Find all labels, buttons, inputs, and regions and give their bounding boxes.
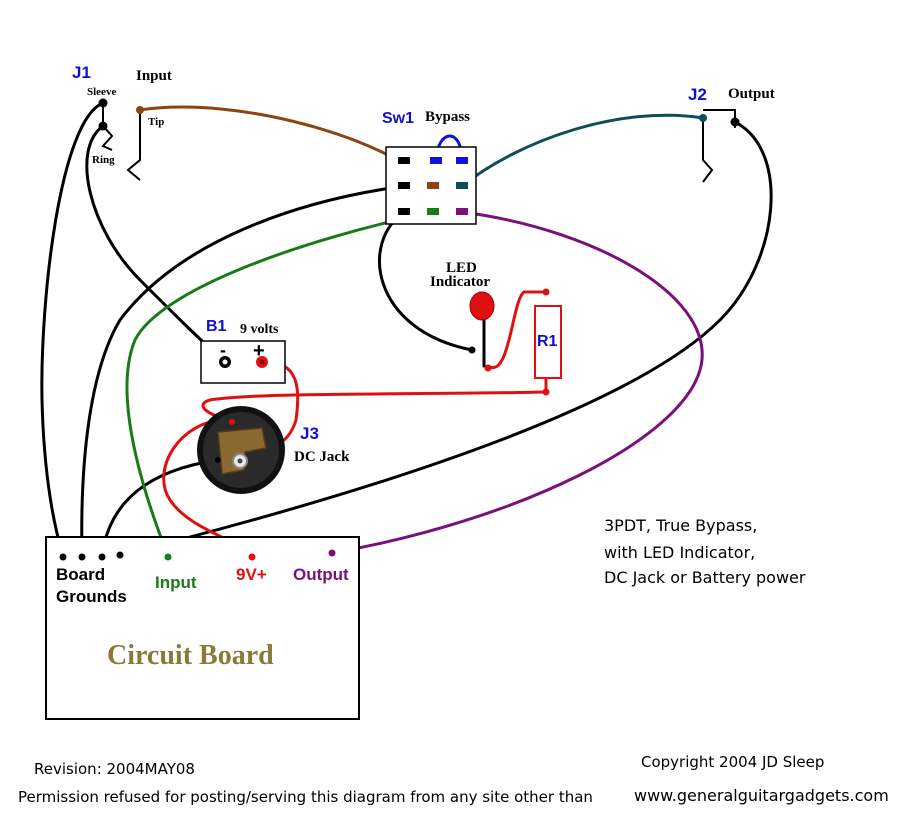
j3-name: DC Jack <box>294 449 350 465</box>
wire-r1-bus <box>201 390 548 422</box>
note-line-2: with LED Indicator, <box>604 543 755 562</box>
wire-board-input <box>125 210 435 558</box>
b1-name: 9 volts <box>240 322 279 337</box>
footer-copyright: Copyright 2004 JD Sleep <box>641 753 824 771</box>
board-title: Circuit Board <box>107 640 274 671</box>
j2-output-jack <box>699 109 740 183</box>
j1-tip-label: Tip <box>148 116 164 128</box>
sw1-id: Sw1 <box>382 110 414 127</box>
board-grounds-2: Grounds <box>56 587 127 606</box>
note-line-3: DC Jack or Battery power <box>604 568 806 587</box>
j2-id: J2 <box>688 85 707 104</box>
wire-output-tip <box>460 113 705 188</box>
footer-revision: Revision: 2004MAY08 <box>34 760 195 778</box>
board-grounds-1: Board <box>56 565 105 584</box>
b1-plus: + <box>253 340 265 362</box>
b1-id: B1 <box>206 318 227 335</box>
board-9v-label: 9V+ <box>236 565 267 584</box>
b1-battery <box>200 340 286 384</box>
j1-sleeve-label: Sleeve <box>87 86 116 98</box>
wire-switch-ground <box>80 184 407 557</box>
wire-j1-sleeve-ground <box>40 101 105 557</box>
j1-input-jack <box>98 98 144 181</box>
wire-board-output <box>330 210 704 555</box>
sw1-name: Bypass <box>425 109 470 125</box>
led-indicator <box>469 291 495 321</box>
j3-dc-jack <box>197 406 285 494</box>
j1-name: Input <box>136 68 172 84</box>
j1-id: J1 <box>72 63 91 82</box>
led-label-2: Indicator <box>430 274 490 290</box>
circuit-board <box>45 536 360 720</box>
note-line-1: 3PDT, True Bypass, <box>604 516 757 535</box>
b1-minus: - <box>220 340 226 360</box>
board-output-label: Output <box>293 565 349 584</box>
wire-j1-ring-battery <box>85 124 227 364</box>
r1-resistor <box>534 305 562 379</box>
j3-id: J3 <box>300 424 319 443</box>
j1-ring-label: Ring <box>92 154 115 166</box>
wire-led-r1 <box>486 290 548 370</box>
led-label-1: LED <box>446 260 477 276</box>
board-input-label: Input <box>155 573 197 592</box>
j2-name: Output <box>728 86 775 102</box>
footer-url[interactable]: www.generalguitargadgets.com <box>634 786 889 805</box>
wire-switch-led <box>378 210 474 352</box>
sw1-lugs <box>398 157 468 215</box>
footer-permission: Permission refused for posting/serving t… <box>18 788 593 806</box>
r1-id: R1 <box>537 333 558 350</box>
wire-j2-ground <box>118 120 773 557</box>
